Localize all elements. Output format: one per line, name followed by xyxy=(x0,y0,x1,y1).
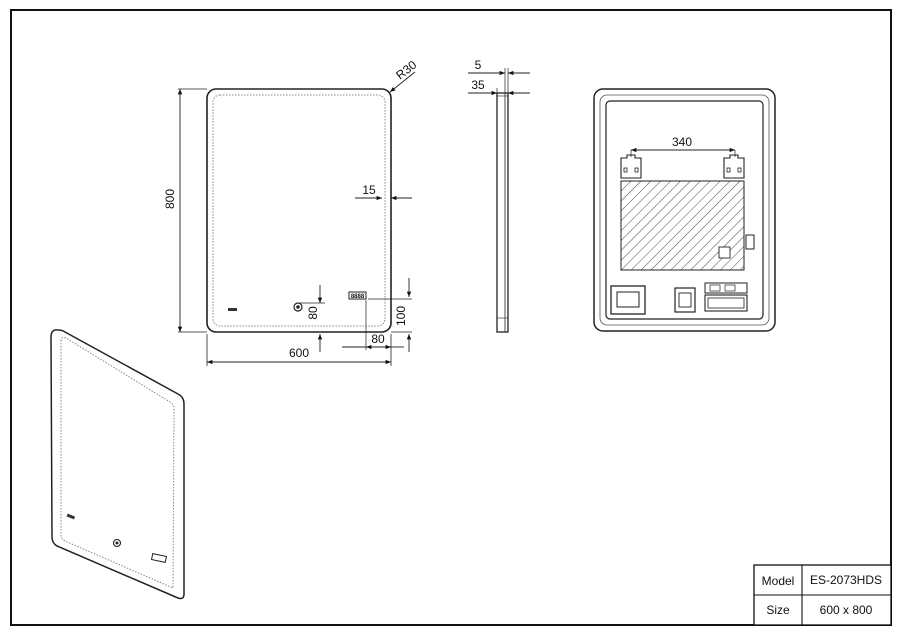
model-value: ES-2073HDS xyxy=(810,573,882,587)
left-hanger-bracket xyxy=(620,154,642,179)
perspective-touch-sensor xyxy=(112,538,122,548)
width-label: 600 xyxy=(289,346,309,360)
glass-thickness-label: 5 xyxy=(475,58,482,72)
mirror-outline xyxy=(206,88,392,333)
inset-label: 15 xyxy=(362,183,376,197)
front-view: 8888 R30 800 600 15 80 80 100 xyxy=(163,58,419,366)
led-strip xyxy=(212,94,386,327)
logo-mark xyxy=(228,308,237,311)
depth-label: 35 xyxy=(471,78,485,92)
digital-display xyxy=(348,291,367,300)
title-block: Model ES-2073HDS Size 600 x 800 xyxy=(753,564,892,626)
right-hanger-bracket xyxy=(723,154,745,179)
side-profile xyxy=(496,92,509,333)
back-outer-frame xyxy=(593,88,776,332)
display-digits: 8888 xyxy=(351,294,365,300)
perspective-led-strip xyxy=(60,336,175,589)
power-driver-box xyxy=(610,285,646,315)
touch-sensor-icon xyxy=(293,302,303,312)
size-label: Size xyxy=(766,603,790,617)
connector-block xyxy=(704,282,748,312)
side-view: 5 35 xyxy=(468,58,530,333)
back-inner-frame xyxy=(605,100,764,320)
display-offset-h-label: 80 xyxy=(371,332,385,346)
size-value: 600 x 800 xyxy=(820,603,873,617)
sheet-border xyxy=(10,9,892,626)
back-view: 340 xyxy=(593,88,776,332)
model-label: Model xyxy=(762,574,795,588)
back-switch xyxy=(745,234,755,250)
perspective-outline xyxy=(50,329,185,600)
mount-spacing-label: 340 xyxy=(672,135,692,149)
perspective-view xyxy=(50,329,185,600)
control-module-box xyxy=(674,287,696,313)
height-label: 800 xyxy=(163,189,177,209)
display-offset-v-label: 100 xyxy=(394,306,408,326)
perspective-display xyxy=(150,553,168,563)
radius-label: R30 xyxy=(393,58,419,83)
sensor-offset-label: 80 xyxy=(306,306,320,320)
